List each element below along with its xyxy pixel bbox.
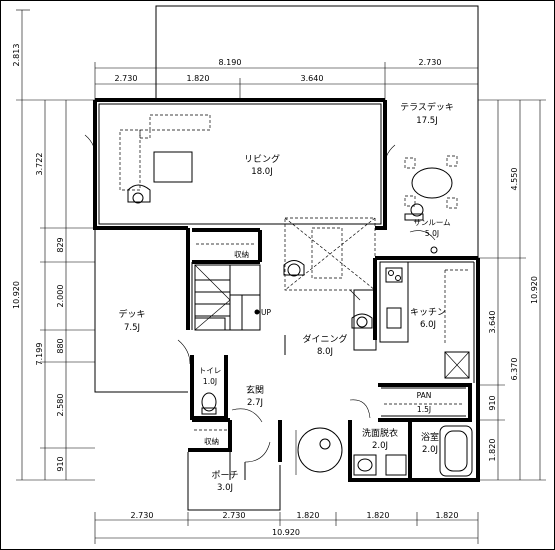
toilet-name: トイレ bbox=[199, 366, 222, 375]
dim-left-seg-6: 910 bbox=[56, 456, 65, 471]
deck-outline bbox=[94, 228, 188, 393]
dim-left-seg-2: 829 bbox=[56, 237, 65, 252]
pantry-size: 1.5J bbox=[417, 405, 431, 414]
dim-left-total: 10.920 bbox=[12, 281, 21, 309]
dim-bottom-seg-5: 1.820 bbox=[436, 511, 459, 520]
dim-bottom-seg-1: 2.730 bbox=[131, 511, 154, 520]
washroom-name: 洗面脱衣 bbox=[362, 427, 398, 439]
dim-bottom-seg-4: 1.820 bbox=[367, 511, 390, 520]
dim-right-lower: 6.370 bbox=[510, 358, 519, 381]
entrance-name: 玄関 bbox=[246, 384, 264, 396]
porch-size: 3.0J bbox=[217, 483, 233, 493]
dim-top-seg-3: 3.640 bbox=[301, 74, 324, 83]
dining-void bbox=[283, 217, 376, 355]
dim-right-total: 10.920 bbox=[530, 276, 539, 304]
deck-name: デッキ bbox=[118, 308, 145, 320]
kitchen-fixtures bbox=[351, 246, 470, 379]
stairs bbox=[194, 264, 261, 331]
washroom-size: 2.0J bbox=[372, 441, 388, 451]
dim-right-upper: 4.550 bbox=[510, 168, 519, 191]
dining-name: ダイニング bbox=[302, 333, 347, 345]
dim-left-seg-3: 2.000 bbox=[56, 285, 65, 308]
porch-name: ポーチ bbox=[211, 470, 238, 481]
terrace-name: テラスデッキ bbox=[400, 101, 454, 113]
bath-size: 2.0J bbox=[422, 445, 438, 455]
dim-top-total: 8.190 bbox=[219, 58, 242, 67]
entrance-fixtures bbox=[194, 408, 271, 480]
dim-left-seg-4: 880 bbox=[56, 338, 65, 353]
terrace-furniture bbox=[404, 155, 458, 241]
sunroom-name: サンルーム bbox=[413, 218, 450, 227]
inner-lines bbox=[98, 103, 475, 480]
washroom-fixtures bbox=[349, 399, 407, 476]
dim-left-outer-top: 2.813 bbox=[12, 44, 21, 67]
dim-top-seg-2: 1.820 bbox=[187, 74, 210, 83]
dim-left-seg-5: 2.580 bbox=[56, 394, 65, 417]
dim-bottom-seg-3: 1.820 bbox=[297, 511, 320, 520]
porch-outline bbox=[187, 452, 281, 511]
pantry-name: PAN bbox=[417, 391, 432, 400]
kitchen-name: キッチン bbox=[410, 307, 446, 318]
terrace-size: 17.5J bbox=[416, 116, 437, 126]
entrance-size: 2.7J bbox=[247, 398, 263, 408]
dim-left-seg-1: 3.722 bbox=[35, 153, 44, 176]
stair-up-label: UP bbox=[261, 308, 271, 317]
bathtub bbox=[439, 425, 473, 477]
porch-detail bbox=[295, 427, 343, 475]
dim-left-group: 7.199 bbox=[35, 343, 44, 366]
living-name: リビング bbox=[244, 153, 280, 165]
living-furniture bbox=[84, 114, 396, 204]
sunroom-size: 5.0J bbox=[425, 229, 439, 238]
walls bbox=[93, 98, 480, 482]
deck-size: 7.5J bbox=[124, 323, 140, 333]
terrace-outline bbox=[155, 5, 479, 258]
storage-upper-label: 収納 bbox=[234, 249, 249, 259]
dim-right-seg-2: 910 bbox=[488, 395, 497, 410]
toilet-size: 1.0J bbox=[203, 377, 217, 386]
dim-bottom-total: 10.920 bbox=[272, 528, 300, 537]
dining-size: 8.0J bbox=[317, 347, 333, 357]
dim-right-seg-3: 1.820 bbox=[488, 439, 497, 462]
storage-lower-label: 収納 bbox=[204, 436, 219, 446]
kitchen-size: 6.0J bbox=[420, 320, 436, 330]
dim-top-seg-1: 2.730 bbox=[115, 74, 138, 83]
dim-top-right: 2.730 bbox=[419, 58, 442, 67]
dim-right-seg-1: 3.640 bbox=[488, 311, 497, 334]
dimension-lines bbox=[16, 9, 546, 544]
bath-name: 浴室 bbox=[421, 431, 439, 443]
living-size: 18.0J bbox=[251, 167, 272, 177]
toilet-fixture bbox=[177, 339, 217, 415]
dim-bottom-seg-2: 2.730 bbox=[223, 511, 246, 520]
